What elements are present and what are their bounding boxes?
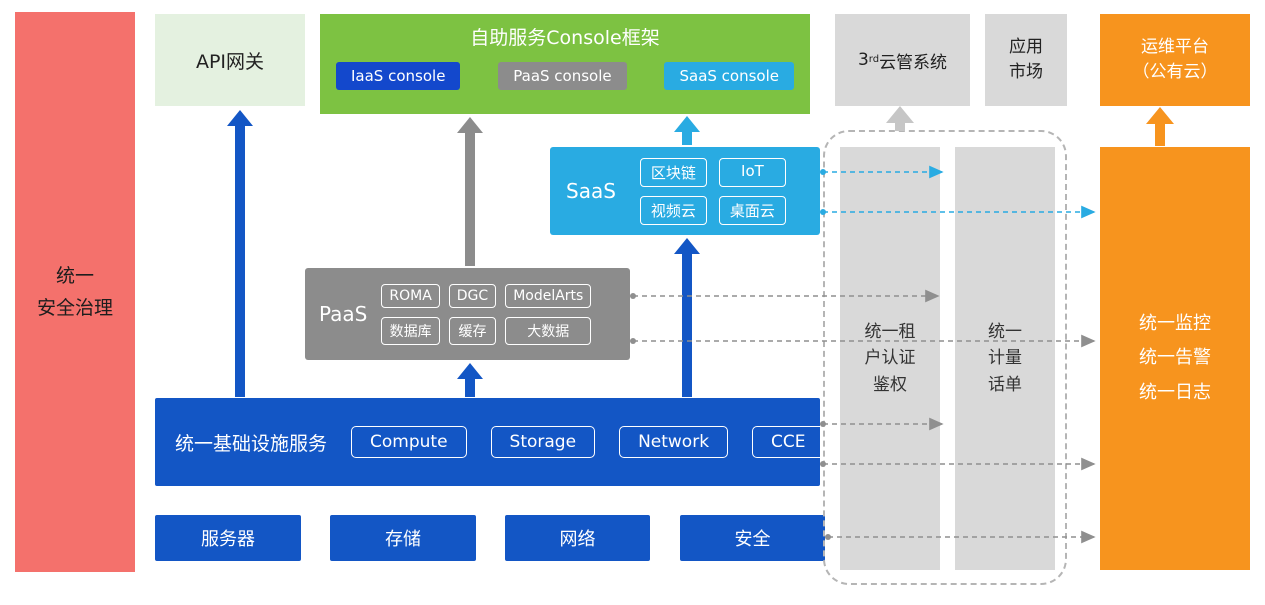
arrow-saas-to-console	[674, 116, 700, 145]
infrastructure-chips: Compute Storage Network CCE	[351, 426, 825, 458]
paas-chip-cache: 缓存	[448, 316, 497, 345]
paas-layer-box: PaaS ROMA DGC ModelArts 数据库 缓存 大数据	[305, 268, 630, 360]
paas-console-button: PaaS console	[498, 62, 627, 90]
ops-platform-box: 运维平台 （公有云）	[1100, 14, 1250, 106]
iaas-console-button: IaaS console	[336, 62, 461, 90]
paas-chips: ROMA DGC ModelArts 数据库 缓存 大数据	[381, 283, 592, 345]
hw-box-server: 服务器	[155, 515, 301, 561]
metering-billing-bar: 统一 计量 话单	[955, 147, 1055, 570]
arrow-infra-to-paas	[457, 363, 483, 397]
paas-chip-bigdata: 大数据	[505, 316, 592, 345]
auth-billing-dashed-container	[823, 130, 1067, 585]
infra-chip-compute: Compute	[351, 426, 467, 458]
paas-chip-dgc: DGC	[448, 283, 497, 308]
console-framework-title: 自助服务Console框架	[470, 27, 660, 49]
hw-box-security: 安全	[680, 515, 825, 561]
tenant-auth-bar: 统一租 户认证 鉴权	[840, 147, 940, 570]
saas-chip-desktop-cloud: 桌面云	[718, 195, 786, 225]
saas-chip-iot: IoT	[718, 157, 786, 187]
api-gateway-box: API网关	[155, 14, 305, 106]
arrow-paas-to-console	[457, 117, 483, 266]
paas-chip-database: 数据库	[381, 316, 440, 345]
paas-layer-label: PaaS	[319, 302, 368, 326]
arrow-infra-to-api-gateway	[227, 110, 253, 397]
saas-layer-box: SaaS 区块链 IoT 视频云 桌面云	[550, 147, 820, 235]
arrow-infra-to-saas	[674, 238, 700, 397]
monitor-alarm-log-bar: 统一监控 统一告警 统一日志	[1100, 147, 1250, 570]
saas-chips: 区块链 IoT 视频云 桌面云	[639, 157, 786, 225]
saas-chip-blockchain: 区块链	[639, 157, 707, 187]
saas-console-button: SaaS console	[664, 62, 794, 90]
console-buttons: IaaS console PaaS console SaaS console	[320, 62, 810, 90]
saas-layer-label: SaaS	[566, 179, 616, 203]
saas-chip-video-cloud: 视频云	[639, 195, 707, 225]
infra-chip-network: Network	[619, 426, 729, 458]
arrow-to-third-party-cloud	[886, 106, 914, 131]
hw-box-network: 网络	[505, 515, 650, 561]
infrastructure-service-label: 统一基础设施服务	[175, 432, 328, 455]
app-market-box: 应用 市场	[985, 14, 1067, 106]
third-party-label-rest: 云管系统	[879, 52, 948, 73]
security-governance-bar: 统一 安全治理	[15, 12, 135, 572]
paas-chip-roma: ROMA	[381, 283, 440, 308]
paas-chip-modelarts: ModelArts	[505, 283, 592, 308]
arrow-to-ops-platform	[1146, 107, 1174, 146]
infra-chip-cce: CCE	[752, 426, 825, 458]
infrastructure-service-box: 统一基础设施服务 Compute Storage Network CCE	[155, 398, 825, 486]
infra-chip-storage: Storage	[490, 426, 596, 458]
console-framework-box: 自助服务Console框架 IaaS console PaaS console …	[320, 14, 810, 114]
third-party-label-num: 3	[857, 50, 869, 70]
hw-box-storage: 存储	[330, 515, 476, 561]
